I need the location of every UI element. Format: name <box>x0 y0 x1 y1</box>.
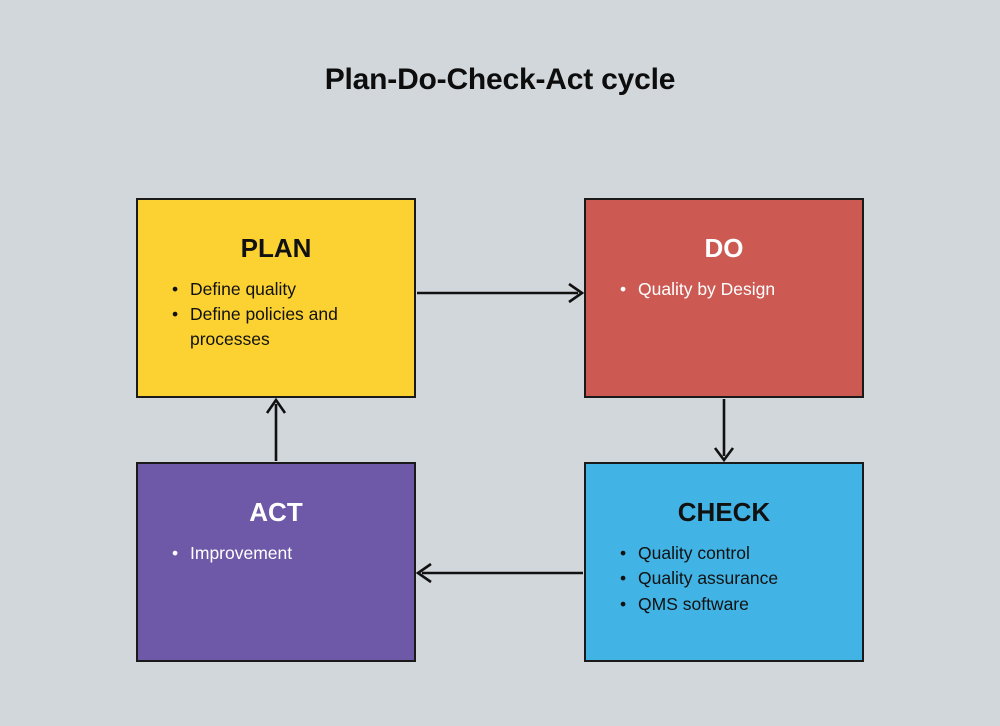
list-item: • Quality by Design <box>620 277 844 302</box>
node-check-title: CHECK <box>677 497 771 527</box>
list-item: • Define policies and processes <box>172 302 396 352</box>
bullet-icon: • <box>620 542 627 563</box>
node-do-title: DO <box>704 233 744 263</box>
bullet-icon: • <box>620 278 627 299</box>
node-plan[interactable]: PLAN • Define quality • Define policies an… <box>136 198 416 398</box>
bullet-icon: • <box>172 278 179 299</box>
bullet-icon: • <box>172 542 179 563</box>
list-item-label: Quality control <box>638 542 750 563</box>
arrowhead-check-to-act <box>415 562 432 584</box>
list-item-label: Define quality <box>190 278 297 299</box>
list-item: • Define quality <box>172 277 396 302</box>
list-item-label: Quality assurance <box>638 568 779 589</box>
node-do-list: • Quality by Design <box>586 277 862 302</box>
node-check[interactable]: CHECK • Quality control • Quality assuranc… <box>584 462 864 662</box>
list-item: • Quality assurance <box>620 566 844 591</box>
bullet-icon: • <box>620 568 627 589</box>
list-item: • Improvement <box>172 541 396 566</box>
list-item-label: QMS software <box>638 594 749 615</box>
list-item: • Quality control <box>620 541 844 566</box>
node-check-list: • Quality control • Quality assurance • QMS… <box>586 541 862 618</box>
node-act-list: • Improvement <box>138 541 414 566</box>
bullet-icon: • <box>620 594 627 615</box>
bullet-icon: • <box>172 304 179 325</box>
node-plan-list: • Define quality • Define policies and pro… <box>138 277 414 353</box>
list-item-label: Quality by Design <box>638 278 776 299</box>
node-act[interactable]: ACT • Improvement <box>136 462 416 662</box>
arrowhead-do-to-check <box>713 447 735 463</box>
list-item-label: Define policies and processes <box>190 304 338 350</box>
arrowhead-act-to-plan <box>265 397 287 414</box>
list-item: • QMS software <box>620 592 844 617</box>
node-act-title: ACT <box>249 497 303 527</box>
node-do[interactable]: DO • Quality by Design <box>584 198 864 398</box>
node-plan-title: PLAN <box>240 233 312 263</box>
list-item-label: Improvement <box>190 542 293 563</box>
page-title: Plan-Do-Check-Act cycle <box>324 63 676 96</box>
arrowhead-plan-to-do <box>568 282 585 304</box>
